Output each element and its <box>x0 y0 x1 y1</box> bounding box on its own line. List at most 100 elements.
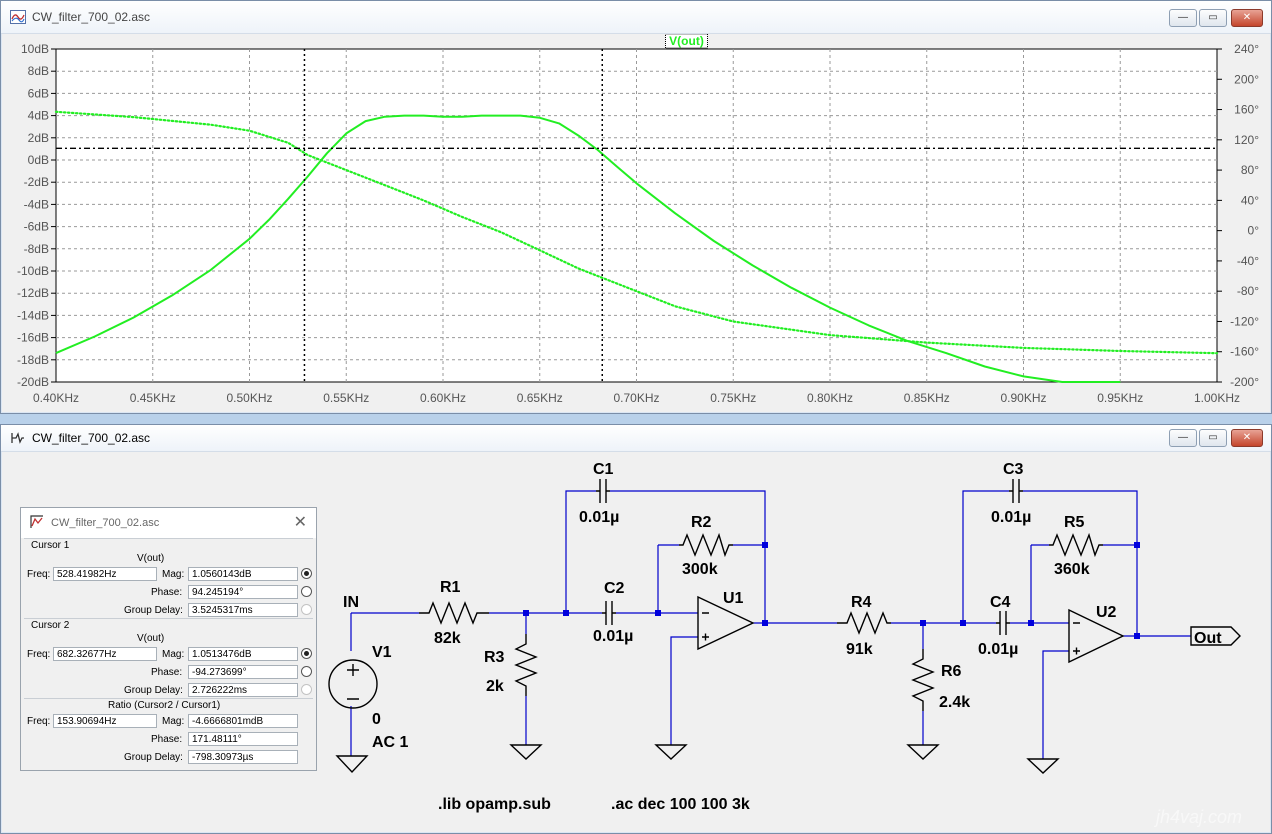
maximize-button[interactable]: ▭ <box>1199 9 1227 27</box>
cursor2-freq-field[interactable]: 682.32677Hz <box>53 647 157 661</box>
schematic-titlebar[interactable]: CW_filter_700_02.asc — ▭ ✕ <box>1 425 1271 452</box>
c3-name: C3 <box>1003 461 1024 478</box>
capacitor-c2[interactable] <box>602 601 616 625</box>
cursor1-gd-field[interactable]: 3.5245317ms <box>188 603 298 617</box>
cursor1-freq-field[interactable]: 528.41982Hz <box>53 567 157 581</box>
schematic-app-icon <box>11 432 24 444</box>
y-right-tick-label: 160° <box>1234 103 1259 117</box>
y-left-tick-label: -4dB <box>24 197 49 211</box>
y-right-tick-label: -160° <box>1230 345 1259 359</box>
cursor1-mag-radio[interactable] <box>301 568 312 579</box>
phase-trace <box>54 110 1219 355</box>
c1-name: C1 <box>593 461 614 478</box>
voltage-source-v1[interactable] <box>328 659 378 709</box>
x-tick-label: 0.70KHz <box>613 391 659 405</box>
x-tick-label: 0.85KHz <box>904 391 950 405</box>
cursor1-phase-label: Phase: <box>151 587 183 598</box>
resistor-r3[interactable] <box>514 634 538 696</box>
cursor1-label: Cursor 1 <box>31 540 70 551</box>
maximize-button[interactable]: ▭ <box>1199 429 1227 447</box>
ground-symbol <box>1026 758 1060 774</box>
cursor2-gd-field[interactable]: 2.726222ms <box>188 683 298 697</box>
ratio-phase-label: Phase: <box>151 734 183 745</box>
cursor1-gd-label: Group Delay: <box>124 605 183 616</box>
r6-value: 2.4k <box>939 694 970 711</box>
capacitor-c3[interactable] <box>1009 479 1023 503</box>
trace-label[interactable]: V(out) <box>669 34 704 48</box>
directive-ac[interactable]: .ac dec 100 100 3k <box>611 796 750 813</box>
ground-symbol <box>335 755 369 774</box>
ratio-freq-field[interactable]: 153.90694Hz <box>53 714 157 728</box>
c2-value: 0.01µ <box>593 628 633 645</box>
y-right-tick-label: 120° <box>1234 133 1259 147</box>
r6-name: R6 <box>941 663 962 680</box>
watermark: jh4vaj.com <box>1155 807 1242 827</box>
opamp-u1[interactable] <box>697 595 755 651</box>
ground-symbol <box>509 744 543 760</box>
resistor-r4[interactable] <box>837 611 891 635</box>
x-tick-label: 0.40KHz <box>33 391 79 405</box>
ratio-phase-field[interactable]: 171.48111° <box>188 732 298 746</box>
u1-name: U1 <box>723 590 744 607</box>
resistor-r6[interactable] <box>911 649 935 711</box>
y-right-tick-label: 40° <box>1241 193 1259 207</box>
net-label-out: Out <box>1194 630 1222 647</box>
directive-lib[interactable]: .lib opamp.sub <box>438 796 551 813</box>
y-left-tick-label: -6dB <box>24 220 49 234</box>
y-left-tick-label: 2dB <box>28 131 49 145</box>
y-left-tick-label: -18dB <box>17 353 49 367</box>
out-port-flag[interactable] <box>1190 626 1241 646</box>
magnitude-trace <box>55 114 1121 383</box>
cursor1-gd-radio[interactable] <box>301 604 312 615</box>
c4-value: 0.01µ <box>978 641 1018 658</box>
net-label-in: IN <box>343 594 359 611</box>
ratio-mag-field[interactable]: -4.6666801mdB <box>188 714 298 728</box>
x-tick-label: 0.45KHz <box>130 391 176 405</box>
cursor2-phase-label: Phase: <box>151 667 183 678</box>
capacitor-c4[interactable] <box>996 611 1010 635</box>
y-right-tick-label: -120° <box>1230 314 1259 328</box>
cursor2-gd-radio[interactable] <box>301 684 312 695</box>
minimize-button[interactable]: — <box>1169 9 1197 27</box>
y-right-tick-label: -80° <box>1237 284 1259 298</box>
cursor2-trace: V(out) <box>137 633 165 644</box>
opamp-u2[interactable] <box>1068 608 1125 664</box>
ratio-gd-field[interactable]: -798.30973µs <box>188 750 298 764</box>
r5-name: R5 <box>1064 514 1085 531</box>
y-left-tick-label: 6dB <box>28 86 49 100</box>
cursor2-mag-label: Mag: <box>162 649 185 660</box>
cursor2-phase-radio[interactable] <box>301 666 312 677</box>
close-icon[interactable]: ✕ <box>293 514 307 531</box>
close-button[interactable]: ✕ <box>1231 9 1263 27</box>
waveform-titlebar[interactable]: CW_filter_700_02.asc — ▭ ✕ <box>1 1 1271 34</box>
y-left-tick-label: -2dB <box>24 175 49 189</box>
resistor-r5[interactable] <box>1049 532 1103 558</box>
cursor1-phase-radio[interactable] <box>301 586 312 597</box>
r3-value: 2k <box>486 678 504 695</box>
close-button[interactable]: ✕ <box>1231 429 1263 447</box>
minimize-button[interactable]: — <box>1169 429 1197 447</box>
y-left-tick-label: 10dB <box>21 42 49 56</box>
c4-name: C4 <box>990 594 1011 611</box>
y-right-tick-label: 80° <box>1241 163 1259 177</box>
resistor-r1[interactable] <box>419 601 489 625</box>
cursor-dialog-titlebar[interactable]: CW_filter_700_02.asc ✕ <box>21 508 316 538</box>
cursor2-phase-field[interactable]: -94.273699° <box>188 665 298 679</box>
cursor2-mag-field[interactable]: 1.0513476dB <box>188 647 298 661</box>
cursor1-mag-field[interactable]: 1.0560143dB <box>188 567 298 581</box>
wires <box>350 490 1191 759</box>
cursor2-mag-radio[interactable] <box>301 648 312 659</box>
y-left-tick-label: 4dB <box>28 109 49 123</box>
r2-name: R2 <box>691 514 712 531</box>
schematic-canvas[interactable]: IN Out V1 0 AC 1 R1 82k R3 2k C1 0.01µ C… <box>10 452 1264 830</box>
v1-value: 0 <box>372 711 381 728</box>
cursor1-mag-label: Mag: <box>162 569 185 580</box>
y-left-tick-label: 0dB <box>28 153 49 167</box>
ground-symbol <box>906 744 940 760</box>
x-tick-label: 0.90KHz <box>1000 391 1046 405</box>
cursor1-freq-label: Freq: <box>27 569 51 580</box>
cursor1-phase-field[interactable]: 94.245194° <box>188 585 298 599</box>
resistor-r2[interactable] <box>679 532 733 558</box>
capacitor-c1[interactable] <box>596 479 610 503</box>
